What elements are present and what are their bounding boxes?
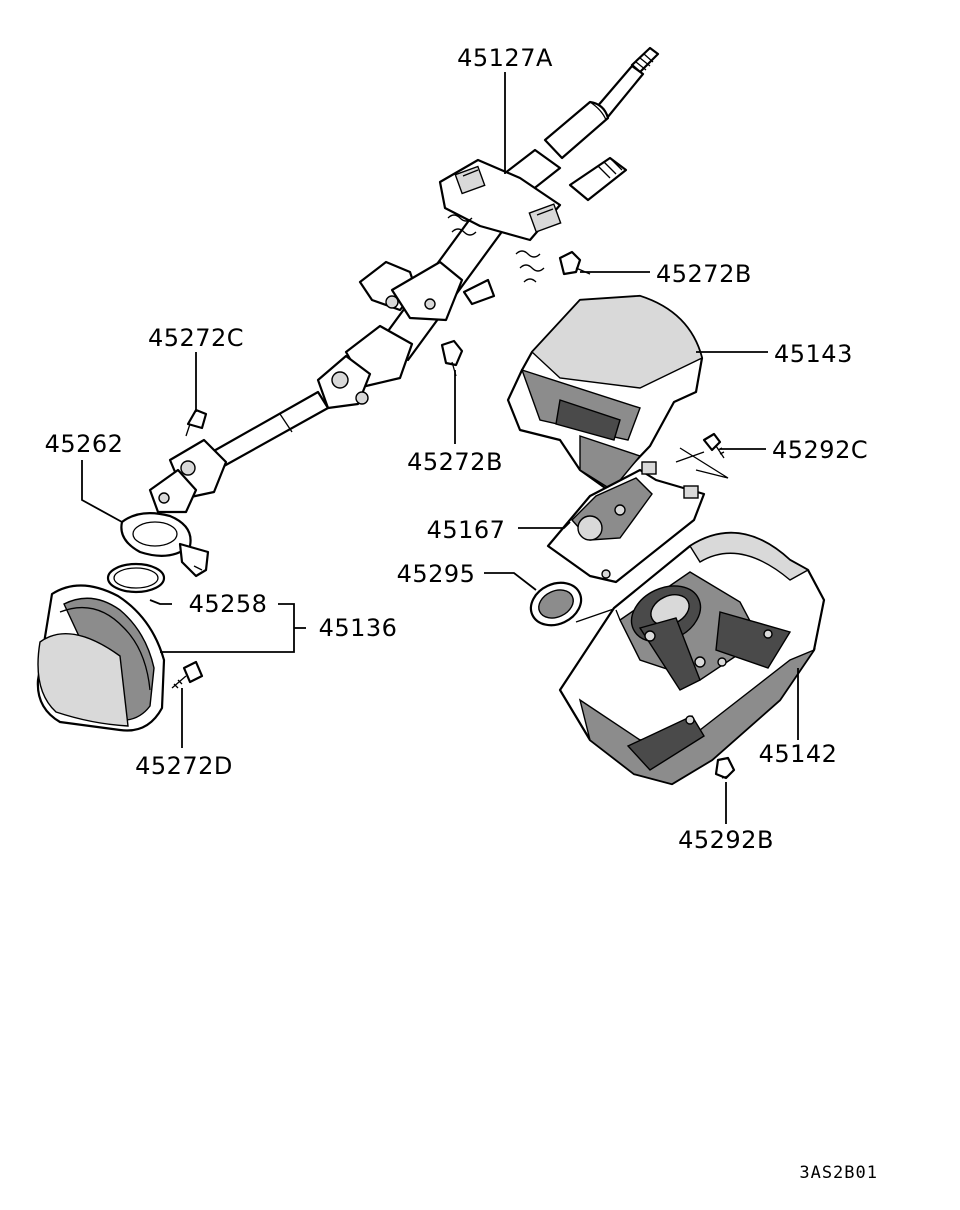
part-label-45272D: 45272D [135, 752, 233, 780]
part-label-45143: 45143 [774, 340, 853, 368]
part-label-45136: 45136 [319, 614, 398, 642]
column-boot-drawing [36, 584, 166, 732]
o-ring-drawing [106, 562, 166, 594]
part-label-45295: 45295 [397, 560, 476, 588]
figure-code: 3AS2B01 [799, 1163, 878, 1183]
part-label-45142: 45142 [759, 740, 838, 768]
part-label-45292B: 45292B [678, 826, 774, 854]
part-label-45292C: 45292C [772, 436, 868, 464]
part-label-45272B-top: 45272B [656, 260, 752, 288]
steering-column-drawing [148, 46, 660, 514]
seal-plate-drawing [120, 511, 210, 578]
upper-column-cover-drawing [506, 294, 704, 492]
leader-lines [81, 72, 799, 824]
part-label-45262: 45262 [45, 430, 124, 458]
part-label-45272C: 45272C [148, 324, 244, 352]
part-label-45127A: 45127A [457, 44, 553, 72]
part-label-45272B-mid: 45272B [407, 448, 503, 476]
part-label-45167: 45167 [427, 516, 506, 544]
fasteners-drawing [171, 408, 736, 780]
cover-bracket-drawing [546, 447, 729, 584]
lower-column-cover-drawing [558, 531, 826, 786]
part-label-45258: 45258 [189, 590, 268, 618]
